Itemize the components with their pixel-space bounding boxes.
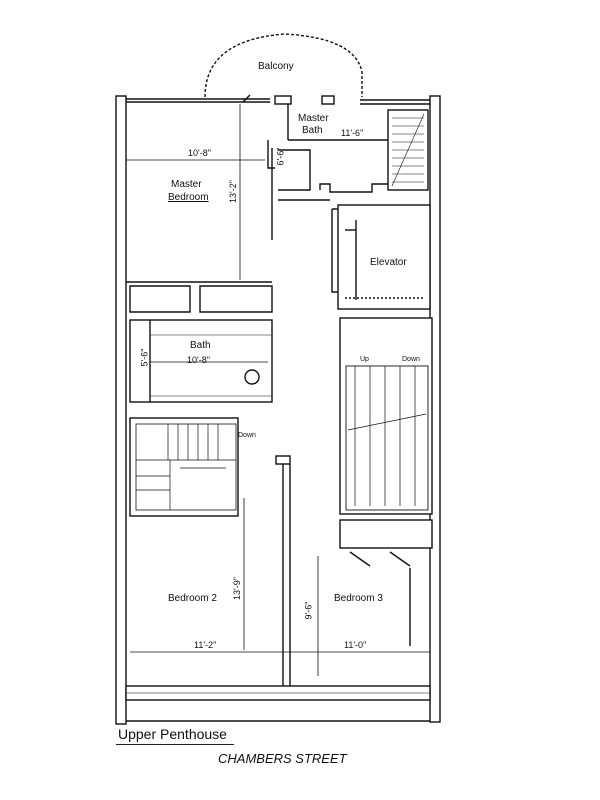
elevator-shaft (337, 204, 431, 310)
stair-down-label-left: Down (238, 432, 256, 439)
stair-up-label: Up (360, 356, 369, 363)
stair-down-label: Down (402, 356, 420, 363)
dim-master-bedroom-height: 13'-2" (227, 180, 238, 203)
dim-master-bath-height: 6'-6" (275, 147, 286, 166)
dim-bedroom3-width: 11'-0" (344, 640, 367, 650)
room-label-master-bath-line1: Master (298, 113, 329, 124)
dim-bedroom2-width: 11'-2" (194, 640, 217, 650)
dim-bath-width: 10'-8" (187, 355, 210, 365)
dim-bedroom3-height: 9'-6" (303, 601, 314, 620)
room-label-bedroom3: Bedroom 3 (334, 593, 383, 604)
dim-bath-height: 5'-6" (139, 348, 150, 367)
stairwell-right (339, 317, 433, 515)
room-label-balcony: Balcony (258, 61, 294, 72)
outer-wall-left (115, 95, 127, 725)
room-label-master-bath-line2: Bath (302, 125, 323, 136)
stairwell-left (129, 417, 239, 517)
title-underline (116, 744, 234, 745)
street-name: CHAMBERS STREET (218, 751, 347, 766)
dim-master-bedroom-width: 10'-8" (188, 148, 211, 158)
room-label-elevator: Elevator (370, 257, 407, 268)
plan-title: Upper Penthouse (118, 726, 227, 742)
dim-master-bath-width: 11'-6" (341, 128, 364, 138)
room-label-bedroom2: Bedroom 2 (168, 593, 217, 604)
closet-strip (339, 519, 433, 549)
bath-outline (129, 319, 273, 403)
room-label-bath: Bath (190, 340, 211, 351)
room-label-master-bedroom-line2: Bedroom (168, 192, 209, 203)
dim-bedroom2-height: 13'-9" (231, 577, 242, 600)
room-label-master-bedroom-line1: Master (171, 179, 202, 190)
